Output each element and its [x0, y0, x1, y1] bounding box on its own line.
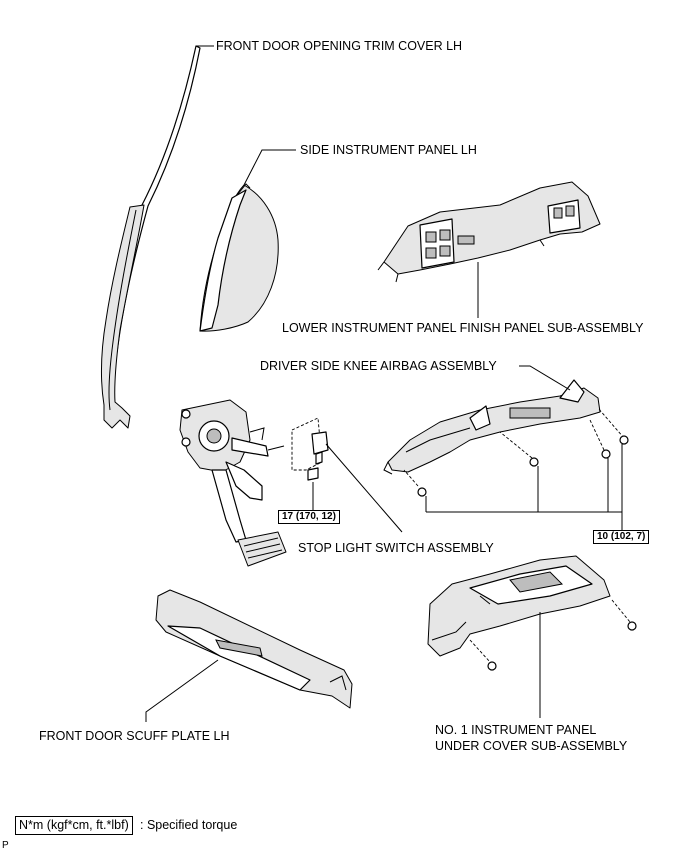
torque-legend-box: N*m (kgf*cm, ft.*lbf) [15, 816, 133, 835]
leader-lines [145, 45, 571, 722]
side-instrument-panel-label: SIDE INSTRUMENT PANEL LH [300, 143, 477, 157]
stop-light-switch-part [291, 417, 403, 533]
brake-pedal-assembly-part [179, 399, 287, 567]
side-instrument-panel-part [199, 183, 279, 332]
corner-mark: P [2, 840, 9, 851]
lower-instrument-panel-finish-panel-part [377, 181, 601, 283]
front-door-scuff-plate-label: FRONT DOOR SCUFF PLATE LH [39, 729, 230, 743]
driver-side-knee-airbag-part [383, 379, 601, 475]
stop-light-switch-label: STOP LIGHT SWITCH ASSEMBLY [298, 541, 494, 555]
under-cover-label-line1: NO. 1 INSTRUMENT PANEL [435, 723, 597, 737]
front-door-opening-trim-cover-part [101, 45, 201, 429]
front-door-scuff-plate-part [155, 589, 353, 709]
driver-side-knee-airbag-label: DRIVER SIDE KNEE AIRBAG ASSEMBLY [260, 359, 497, 373]
stop-light-switch-torque-box: 17 (170, 12) [278, 510, 340, 524]
lower-instrument-panel-finish-panel-label: LOWER INSTRUMENT PANEL FINISH PANEL SUB-… [282, 321, 644, 335]
torque-legend-description: : Specified torque [140, 818, 238, 832]
front-door-opening-trim-cover-label: FRONT DOOR OPENING TRIM COVER LH [216, 39, 463, 53]
knee-airbag-bolt-torque-box: 10 (102, 7) [593, 530, 650, 544]
knee-airbag-bolts [403, 407, 629, 530]
under-cover-label-line2: UNDER COVER SUB-ASSEMBLY [435, 739, 628, 753]
under-cover-part [427, 555, 637, 671]
